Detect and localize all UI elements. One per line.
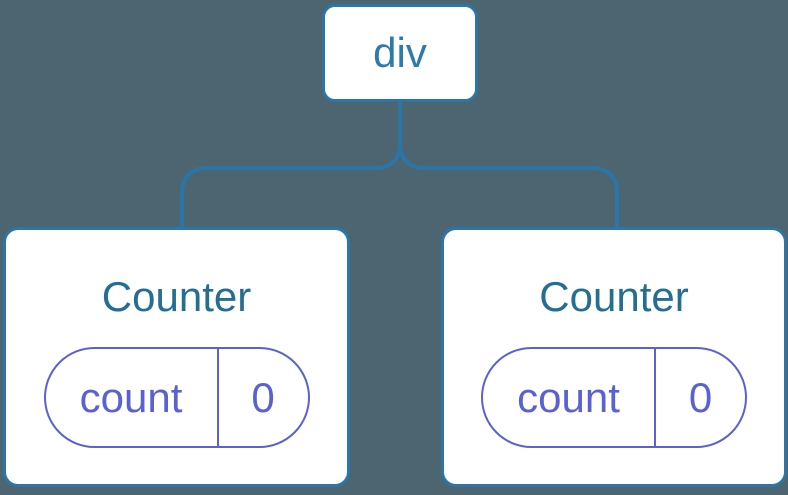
counter-node-left-state-pill: count 0	[43, 347, 310, 448]
counter-node-right-state-pill: count 0	[481, 347, 747, 448]
counter-node-right: Counter count 0	[441, 227, 787, 487]
connector-left-branch	[180, 142, 402, 229]
state-value: 0	[688, 373, 713, 421]
state-value: 0	[251, 373, 275, 421]
connector-right-branch	[398, 142, 619, 229]
counter-node-left-title: Counter	[101, 273, 252, 320]
counter-node-right-title: Counter	[539, 273, 689, 320]
root-node-div: div	[322, 4, 478, 102]
state-key-label: count	[483, 349, 656, 446]
root-node-label: div	[373, 29, 427, 76]
state-key-label: count	[46, 349, 219, 446]
counter-node-left: Counter count 0	[3, 227, 350, 487]
